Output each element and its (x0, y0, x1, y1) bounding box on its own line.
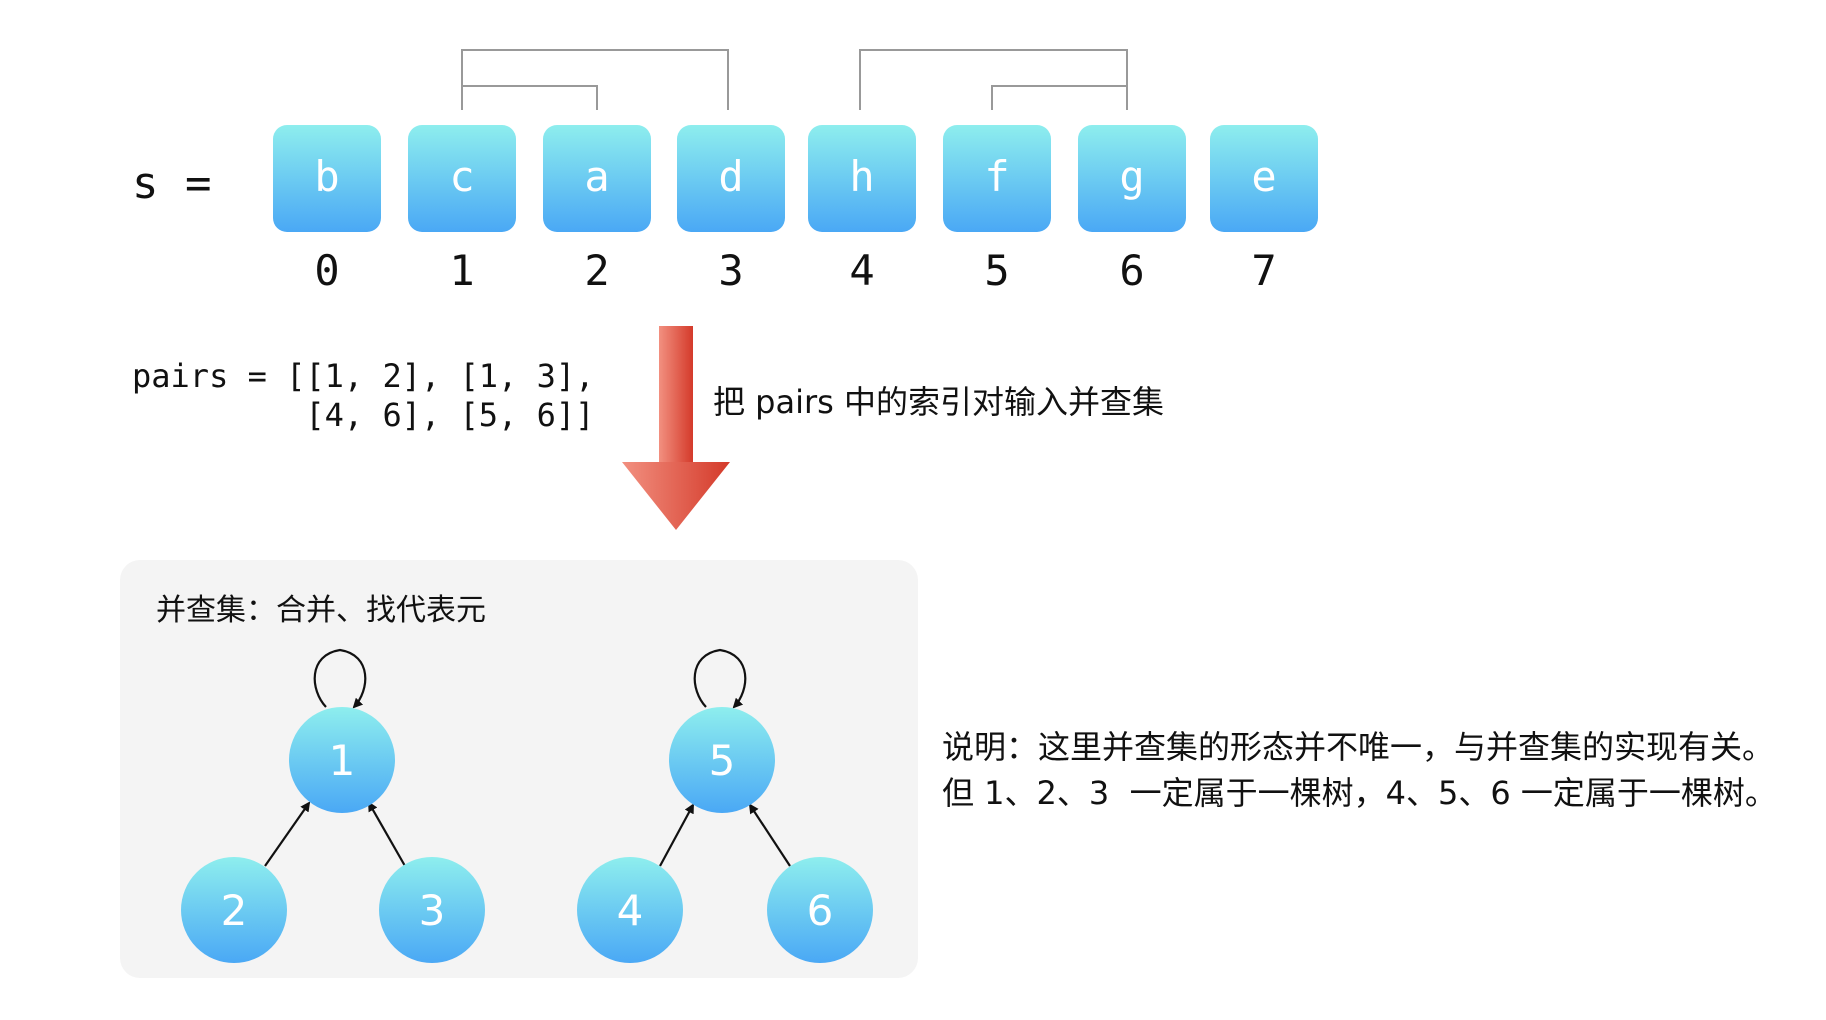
node-label: 2 (221, 886, 248, 935)
node-label: 3 (419, 886, 446, 935)
edge-4-to-5 (659, 803, 694, 867)
tree-node-1: 1 (289, 707, 395, 813)
tree-node-4: 4 (577, 857, 683, 963)
tree-nodes: 1 2 3 5 4 6 (181, 707, 873, 963)
down-arrow (622, 326, 730, 530)
node-label: 5 (709, 736, 736, 785)
index-label: 5 (984, 246, 1009, 295)
char-label: g (1119, 152, 1144, 201)
pair-bracket-1-2 (461, 85, 598, 110)
tree-node-6: 6 (767, 857, 873, 963)
edge-2-to-1 (264, 801, 311, 867)
char-box-5: f (943, 125, 1051, 232)
self-loop-1 (313, 648, 367, 709)
index-label: 4 (849, 246, 874, 295)
self-loop-5 (693, 648, 747, 709)
node-label: 4 (617, 886, 644, 935)
tree-node-5: 5 (669, 707, 775, 813)
pair-bracket-1-3 (461, 49, 729, 110)
pair-brackets (461, 49, 1128, 110)
char-label: f (984, 152, 1009, 201)
char-label: e (1251, 152, 1276, 201)
explanation-note: 说明：这里并查集的形态并不唯一，与并查集的实现有关。 但 1、2、3 一定属于一… (942, 728, 1777, 812)
index-label: 0 (314, 246, 339, 295)
index-label: 7 (1251, 246, 1276, 295)
node-label: 6 (807, 886, 834, 935)
tree-node-2: 2 (181, 857, 287, 963)
char-label: b (314, 152, 339, 201)
char-label: h (849, 152, 874, 201)
string-indices: 0 1 2 3 4 5 6 7 (314, 246, 1276, 295)
union-find-panel (120, 560, 918, 978)
s-label: s = (132, 158, 212, 209)
index-label: 3 (718, 246, 743, 295)
char-label: c (449, 152, 474, 201)
node-label: 1 (329, 736, 356, 785)
char-box-4: h (808, 125, 916, 232)
char-box-7: e (1210, 125, 1318, 232)
index-label: 2 (584, 246, 609, 295)
tree-node-3: 3 (379, 857, 485, 963)
char-box-0: b (273, 125, 381, 232)
char-box-3: d (677, 125, 785, 232)
tree-edges (264, 648, 791, 867)
char-box-6: g (1078, 125, 1186, 232)
index-label: 6 (1119, 246, 1144, 295)
panel-title: 并查集：合并、找代表元 (156, 593, 486, 628)
pair-bracket-4-6 (859, 49, 1128, 110)
arrow-caption: 把 pairs 中的索引对输入并查集 (713, 383, 1164, 421)
pair-bracket-5-6 (991, 85, 1128, 110)
pairs-code: pairs = [[1, 2], [1, 3], [4, 6], [5, 6]] (132, 357, 595, 434)
char-label: d (718, 152, 743, 201)
edge-6-to-5 (748, 803, 791, 867)
edge-3-to-1 (368, 801, 406, 867)
char-box-1: c (408, 125, 516, 232)
index-label: 1 (449, 246, 474, 295)
char-box-2: a (543, 125, 651, 232)
char-label: a (584, 152, 609, 201)
